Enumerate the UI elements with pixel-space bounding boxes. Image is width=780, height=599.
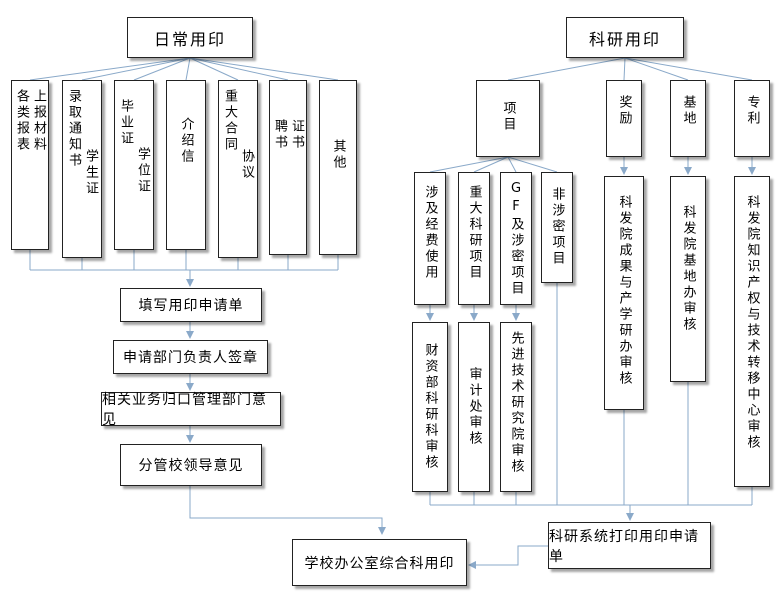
category-line: 毕业证 — [118, 99, 133, 147]
daily-category-other: 其他 — [319, 80, 357, 255]
daily-category-contract: 重大合同 协议 — [218, 80, 258, 258]
project-type-label: 非涉密项目 — [549, 187, 565, 267]
project-type-classified: GF及涉密项目 — [500, 172, 532, 305]
research-branch-base: 基地 — [670, 80, 706, 157]
step-leader-opinion: 分管校领导意见 — [120, 444, 262, 486]
review-finance-dept: 财资部科研科审核 — [412, 322, 448, 492]
daily-seal-title: 日常用印 — [127, 17, 253, 58]
review-audit-office: 审计处审核 — [458, 322, 490, 492]
category-line: 录取通知书 — [66, 89, 81, 169]
branch-label: 专利 — [744, 95, 760, 127]
daily-seal-title-text: 日常用印 — [153, 29, 226, 49]
review-label: 科发院知识产权与技术转移中心审核 — [744, 195, 760, 451]
category-line: 证书 — [289, 119, 304, 151]
step-business-department-opinion: 相关业务归口管理部门意见 — [101, 392, 281, 428]
project-type-label: 重大科研项目 — [466, 185, 482, 281]
review-base-office: 科发院基地办审核 — [670, 176, 706, 382]
category-line: 协议 — [239, 149, 254, 181]
category-line: 学位证 — [135, 147, 150, 195]
project-type-unclassified: 非涉密项目 — [541, 172, 573, 283]
review-label: 科发院成果与产学研办审核 — [616, 195, 632, 387]
step-label: 分管校领导意见 — [138, 458, 244, 474]
daily-category-introduction-letter: 介绍信 — [166, 80, 206, 250]
step-fill-application: 填写用印申请单 — [120, 288, 262, 322]
project-type-major: 重大科研项目 — [458, 172, 490, 305]
category-line: 学生证 — [83, 149, 98, 197]
daily-category-admission: 录取通知书 学生证 — [62, 80, 102, 258]
research-seal-title-text: 科研用印 — [588, 29, 661, 49]
step-label: 填写用印申请单 — [138, 298, 244, 314]
daily-category-diploma: 毕业证 学位证 — [114, 80, 154, 250]
review-label: 财资部科研科审核 — [422, 343, 438, 471]
final-label: 学校办公室综合科用印 — [304, 555, 455, 572]
review-advanced-tech-institute: 先进技术研究院审核 — [500, 322, 532, 492]
project-type-label: GF及涉密项目 — [508, 181, 524, 297]
category-line: 聘书 — [272, 119, 287, 151]
daily-category-certificate: 聘书 证书 — [269, 80, 307, 255]
review-label: 科发院基地办审核 — [680, 205, 696, 333]
category-line: 上报材料 — [31, 89, 46, 153]
daily-category-reports: 各类报表 上报材料 — [11, 80, 49, 250]
branch-label: 项目 — [500, 101, 516, 133]
project-type-label: 涉及经费使用 — [422, 185, 438, 281]
category-line: 各类报表 — [14, 89, 29, 153]
step-label: 相关业务归口管理部门意见 — [102, 392, 267, 428]
review-label: 审计处审核 — [466, 367, 482, 447]
category-line: 介绍信 — [178, 117, 194, 165]
review-achievement-office: 科发院成果与产学研办审核 — [604, 176, 644, 410]
branch-label: 基地 — [680, 95, 696, 127]
review-label: 先进技术研究院审核 — [508, 331, 524, 475]
step-department-signature: 申请部门负责人签章 — [113, 340, 268, 374]
research-branch-patent: 专利 — [734, 80, 770, 157]
research-apply-form: 科研系统打印用印申请单 — [548, 522, 711, 569]
category-line: 重大合同 — [222, 89, 237, 153]
research-branch-project: 项目 — [476, 80, 540, 157]
review-ip-transfer-center: 科发院知识产权与技术转移中心审核 — [734, 176, 770, 487]
step-label: 申请部门负责人签章 — [123, 350, 258, 366]
research-apply-label: 科研系统打印用印申请单 — [549, 528, 699, 565]
research-seal-title: 科研用印 — [566, 17, 684, 58]
branch-label: 奖励 — [616, 95, 632, 127]
research-branch-award: 奖励 — [606, 80, 642, 157]
final-office-seal: 学校办公室综合科用印 — [292, 539, 467, 586]
project-type-funding: 涉及经费使用 — [414, 172, 446, 305]
category-line: 其他 — [330, 139, 346, 171]
